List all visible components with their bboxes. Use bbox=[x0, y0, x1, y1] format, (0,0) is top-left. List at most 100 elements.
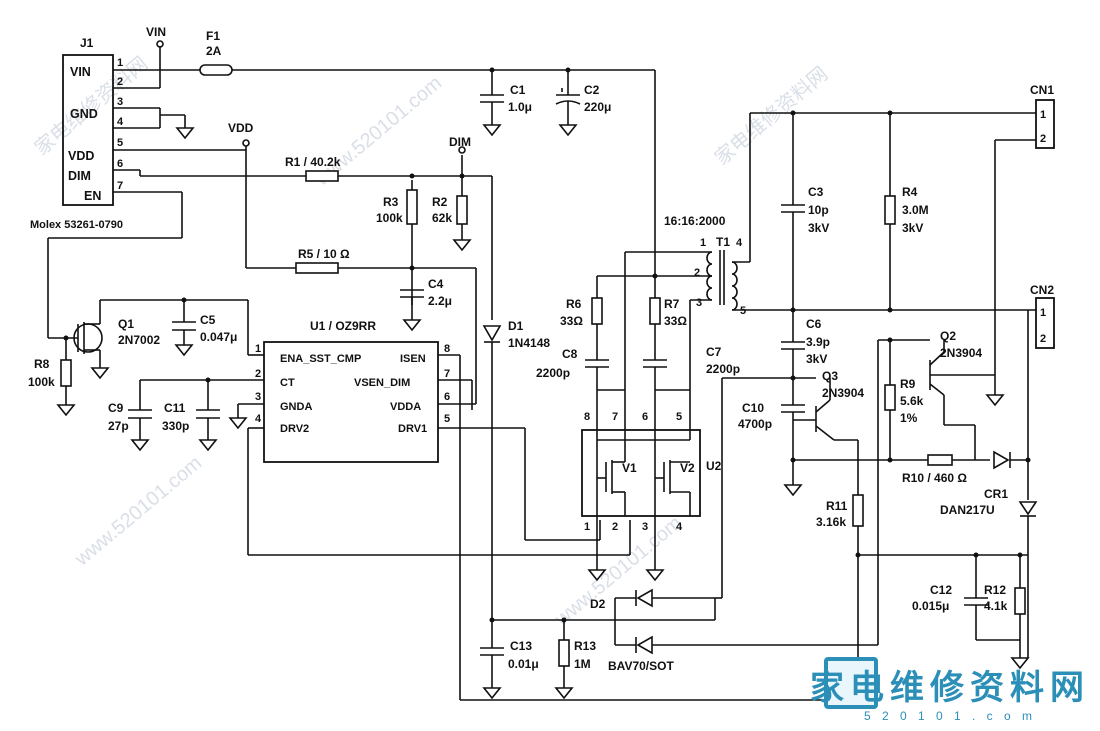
t1-pin-3: 3 bbox=[696, 297, 702, 309]
junction bbox=[887, 337, 893, 343]
u2-pin-2: 2 bbox=[612, 521, 618, 533]
cn2-ref: CN2 bbox=[1030, 283, 1054, 297]
c7-value: 2200p bbox=[706, 362, 740, 376]
j1-pin-lines bbox=[113, 69, 246, 193]
t1-ratio: 16:16:2000 bbox=[664, 214, 726, 228]
j1-pin-7: 7 bbox=[117, 180, 123, 192]
c6-value: 3.9p bbox=[806, 335, 830, 349]
u1-num-3: 3 bbox=[255, 391, 261, 403]
u2-fet-v2: V2 bbox=[680, 461, 695, 475]
r7-ref: R7 bbox=[664, 297, 680, 311]
cn2-connector bbox=[1035, 297, 1055, 349]
junction bbox=[887, 457, 893, 463]
q1-wiring bbox=[47, 191, 264, 405]
u2-pin-3: 3 bbox=[642, 521, 648, 533]
r13-ref: R13 bbox=[574, 639, 596, 653]
d2-part: BAV70/SOT bbox=[608, 659, 674, 673]
r12-value: 4.1k bbox=[984, 599, 1008, 613]
cn2-pin-1: 1 bbox=[1040, 307, 1046, 319]
junction bbox=[790, 457, 796, 463]
r1-label: R1 / 40.2k bbox=[285, 155, 341, 169]
u1-pin-vsen: VSEN_DIM bbox=[354, 377, 410, 389]
u1-pin-ena: ENA_SST_CMP bbox=[280, 353, 361, 365]
c13-ref: C13 bbox=[510, 639, 532, 653]
c12-value: 0.015μ bbox=[912, 599, 949, 613]
c8-value: 2200p bbox=[536, 366, 570, 380]
c2-capacitor bbox=[555, 70, 581, 137]
r6-r7-c8-wiring bbox=[585, 275, 690, 391]
u1-wiring bbox=[139, 267, 858, 701]
r13-resistor bbox=[558, 639, 570, 667]
r8-ref: R8 bbox=[34, 357, 50, 371]
c2-ref: C2 bbox=[584, 83, 600, 97]
r12-resistor bbox=[1014, 587, 1026, 615]
r10-resistor bbox=[927, 454, 953, 466]
f1-ref: F1 bbox=[206, 29, 220, 43]
u2-ic-body bbox=[581, 429, 701, 517]
r7-resistor bbox=[649, 297, 661, 325]
r13-value: 1M bbox=[574, 657, 591, 671]
r2-value: 62k bbox=[432, 211, 452, 225]
c11-capacitor bbox=[196, 409, 220, 452]
cn1-pin-1: 1 bbox=[1040, 109, 1046, 121]
c4-value: 2.2μ bbox=[428, 294, 452, 308]
r11-value: 3.16k bbox=[816, 515, 846, 529]
u1-pin-drv1: DRV1 bbox=[398, 423, 427, 435]
c9-ref: C9 bbox=[108, 401, 124, 415]
brand-block: 家电维修资料网 5 2 0 1 0 1 . c o m bbox=[810, 660, 1090, 723]
junction bbox=[409, 173, 415, 179]
ground-symbol bbox=[228, 417, 248, 430]
brand-logo-icon bbox=[824, 657, 878, 709]
junction bbox=[459, 173, 465, 179]
junction bbox=[790, 307, 796, 313]
junction bbox=[973, 552, 979, 558]
d1-ref: D1 bbox=[508, 319, 524, 333]
u1-num-2: 2 bbox=[255, 368, 261, 380]
c13-r13-wiring bbox=[480, 619, 715, 700]
t1-windings bbox=[624, 112, 1036, 400]
u1-num-5: 5 bbox=[444, 413, 450, 425]
c9-capacitor bbox=[128, 409, 152, 452]
ground-symbol bbox=[175, 127, 195, 140]
c1-ref: C1 bbox=[510, 83, 526, 97]
r4-ref: R4 bbox=[902, 185, 918, 199]
c3-rating: 3kV bbox=[808, 221, 829, 235]
j1-label-vin: VIN bbox=[70, 65, 91, 79]
t1-pin-5: 5 bbox=[740, 305, 746, 317]
c3-ref: C3 bbox=[808, 185, 824, 199]
c6-ref: C6 bbox=[806, 317, 822, 331]
junction bbox=[887, 307, 893, 313]
r11-resistor bbox=[852, 494, 864, 527]
j1-part: Molex 53261-0790 bbox=[30, 219, 123, 231]
junction bbox=[205, 377, 211, 383]
cn1-connector bbox=[1035, 99, 1055, 149]
cr1-ref: CR1 bbox=[984, 487, 1008, 501]
c9-value: 27p bbox=[108, 419, 129, 433]
u1-ref: U1 / OZ9RR bbox=[310, 319, 376, 333]
q3-part: 2N3904 bbox=[822, 386, 864, 400]
junction bbox=[561, 617, 567, 623]
c13-value: 0.01μ bbox=[508, 657, 539, 671]
u1-pin-isen: ISEN bbox=[400, 353, 426, 365]
junction bbox=[1025, 457, 1031, 463]
q3-ref: Q3 bbox=[822, 369, 838, 383]
r5-resistor bbox=[295, 262, 339, 274]
u1-num-4: 4 bbox=[255, 413, 262, 425]
j1-label-vdd: VDD bbox=[68, 149, 94, 163]
c5-capacitor bbox=[172, 321, 196, 357]
u2-pin-8: 8 bbox=[584, 411, 590, 423]
c12-ref: C12 bbox=[930, 583, 952, 597]
u1-num-8: 8 bbox=[444, 343, 450, 355]
c3-value: 10p bbox=[808, 203, 829, 217]
u2-pin-5: 5 bbox=[676, 411, 682, 423]
r10-label: R10 / 460 Ω bbox=[902, 471, 967, 485]
vdd-wiring bbox=[139, 146, 493, 320]
j1-pin-5: 5 bbox=[117, 137, 123, 149]
r6-resistor bbox=[591, 297, 603, 325]
cr1-part: DAN217U bbox=[940, 503, 995, 517]
c7-ref: C7 bbox=[706, 345, 722, 359]
j1-ref: J1 bbox=[80, 36, 94, 50]
r4-rating: 3kV bbox=[902, 221, 923, 235]
r8-value: 100k bbox=[28, 375, 55, 389]
cn1-pin-2: 2 bbox=[1040, 133, 1046, 145]
